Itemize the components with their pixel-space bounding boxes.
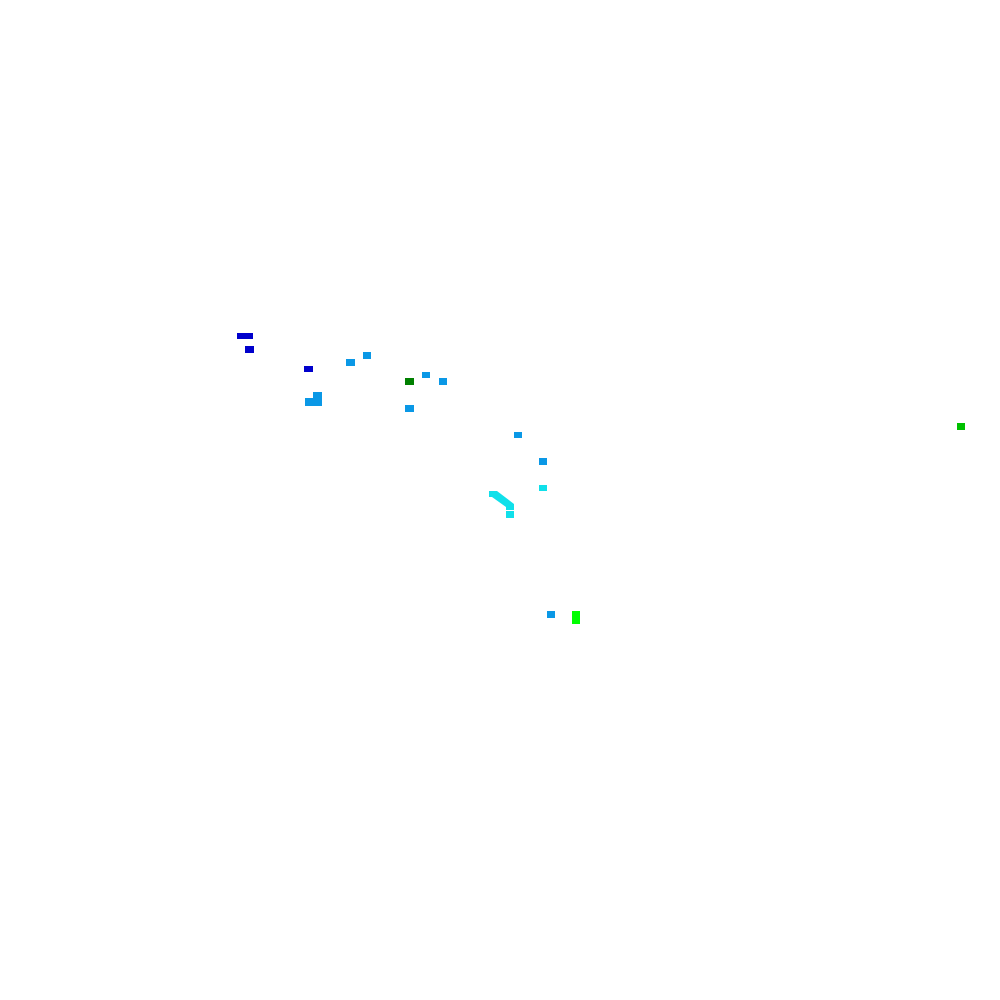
map-feature-7 (405, 405, 414, 412)
map-feature-3 (304, 366, 313, 372)
map-feature-18 (572, 611, 580, 624)
map-feature-16 (506, 511, 514, 518)
map-feature-5 (363, 352, 371, 359)
map-features (237, 333, 965, 624)
map-feature-12 (539, 458, 547, 465)
map-feature-19 (957, 423, 965, 430)
map-feature-2 (245, 346, 254, 353)
map-feature-9 (422, 372, 430, 378)
map-feature-14 (539, 485, 547, 491)
map-feature-13 (547, 611, 555, 618)
map-feature-8 (405, 378, 414, 385)
map-feature-11 (514, 432, 522, 438)
map-feature-6 (305, 398, 322, 406)
map-feature-6-part-2 (313, 392, 322, 399)
map-feature-15 (489, 491, 514, 510)
map-feature-4 (346, 359, 355, 366)
map-feature-10 (439, 378, 447, 385)
map-feature-1 (237, 333, 253, 339)
